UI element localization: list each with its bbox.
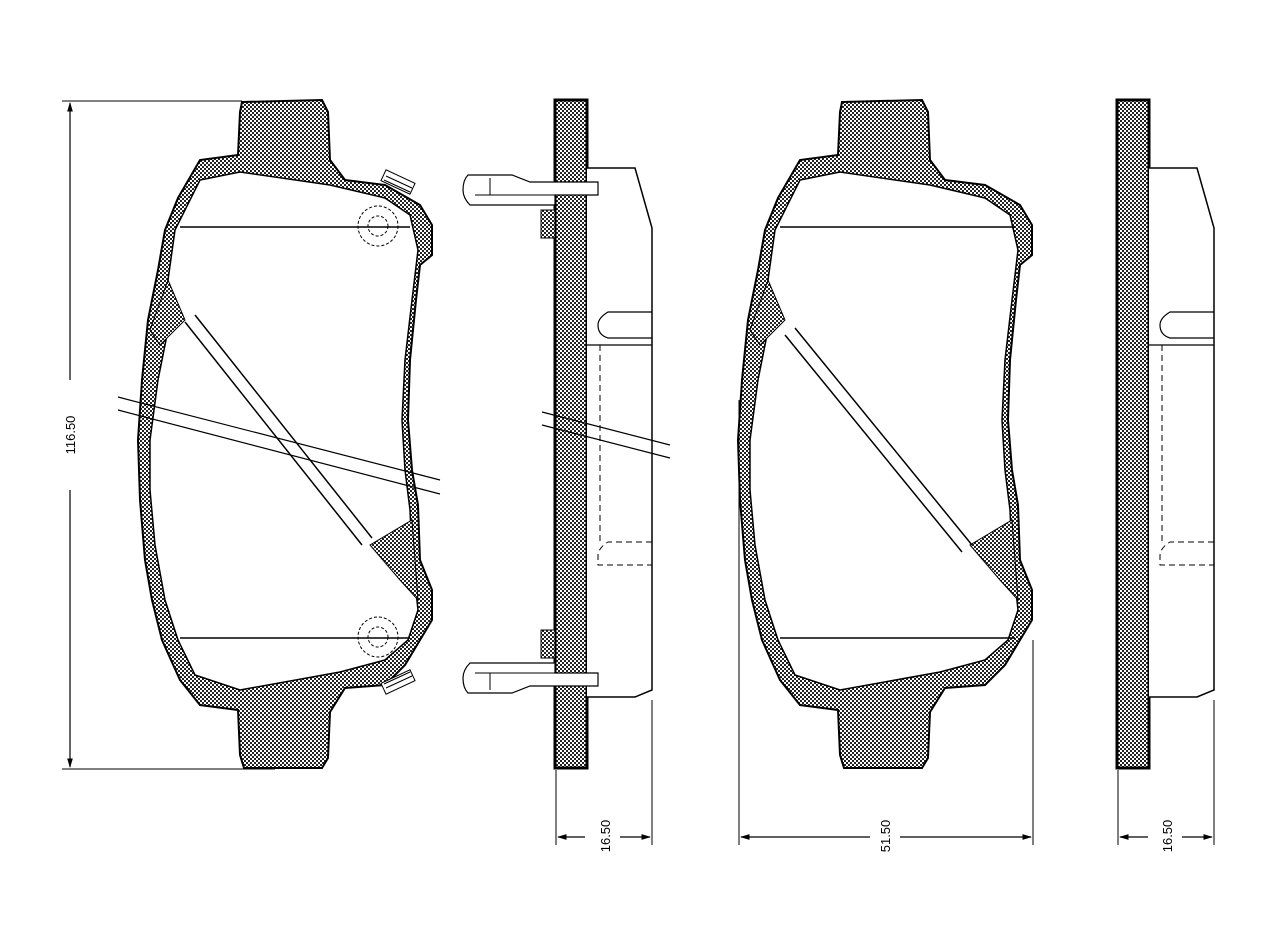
pad-1-front-view: [117, 98, 441, 769]
hole-bottom: [367, 626, 389, 648]
dimension-thickness-1: 16.50: [555, 700, 653, 853]
width-dimension-label: 51.50: [878, 820, 893, 853]
backing-plate-side: [553, 98, 589, 770]
friction-material-2: [749, 171, 1019, 691]
wear-clip-top: [380, 169, 416, 195]
dimension-thickness-2: 16.50: [1117, 700, 1215, 853]
friction-material-side-2: [1149, 167, 1215, 698]
thickness-1-dimension-label: 16.50: [598, 820, 613, 853]
friction-material: [149, 171, 419, 691]
clip-bottom-side: [462, 629, 599, 694]
clip-top-side: [462, 174, 599, 239]
dimension-width: 51.50: [738, 400, 1034, 853]
wear-clip-bottom: [380, 669, 416, 695]
thickness-2-dimension-label: 16.50: [1160, 820, 1175, 853]
pad-2-side-view: [1115, 98, 1215, 770]
pad-2-front-view: [736, 98, 1033, 769]
dimension-height: 116.50: [62, 100, 275, 770]
height-dimension-label: 116.50: [63, 416, 78, 455]
hole-top: [367, 215, 389, 237]
pad-1-side-view: [462, 98, 671, 770]
backing-plate-side-2: [1115, 98, 1151, 770]
